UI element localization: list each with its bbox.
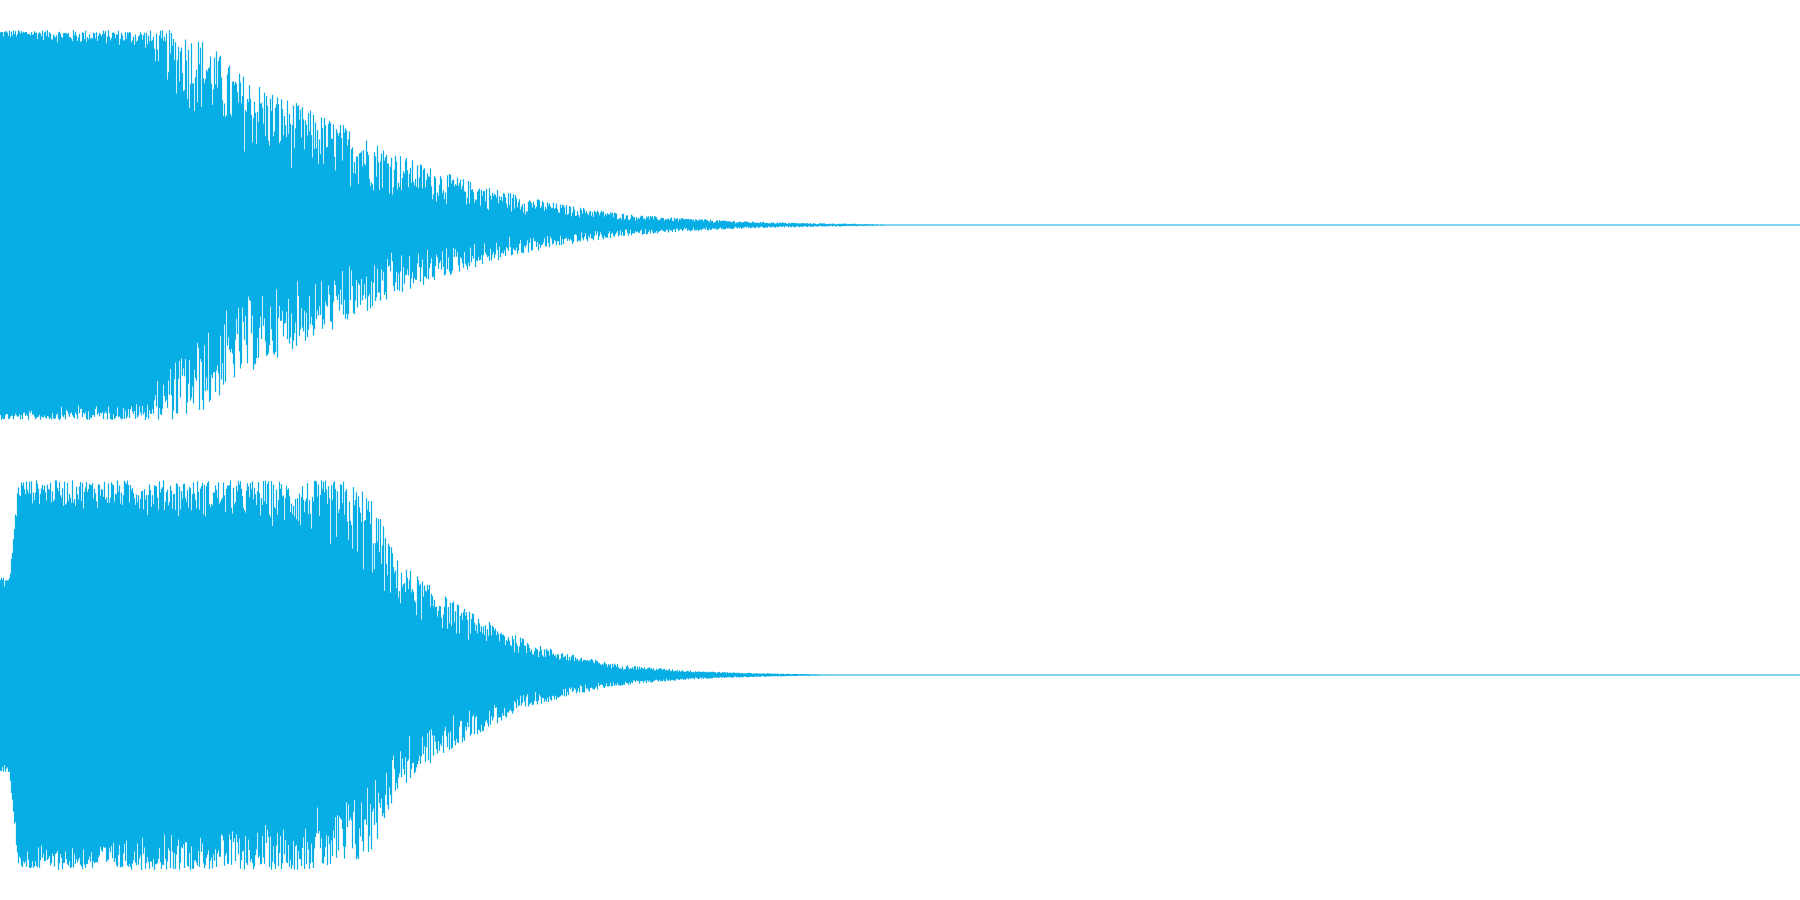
channel-2-waveform <box>0 480 1800 870</box>
channel-2-signal <box>0 480 844 870</box>
channel-1-signal <box>0 30 899 420</box>
channel-1-waveform <box>0 30 1800 420</box>
